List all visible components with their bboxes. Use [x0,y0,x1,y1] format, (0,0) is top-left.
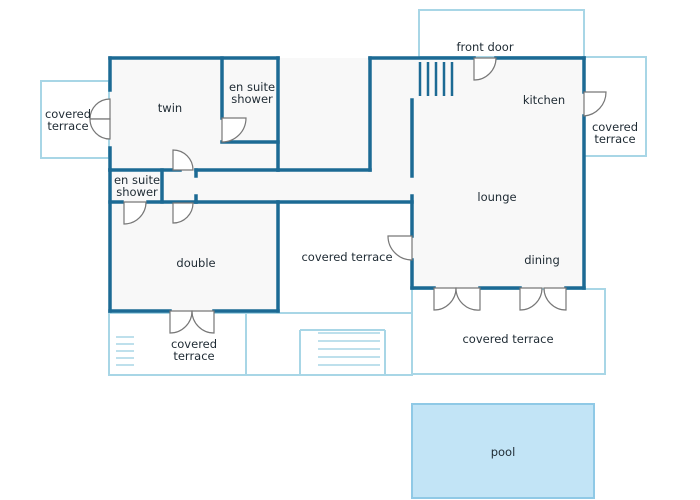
twin-label: twin [157,101,183,115]
door-swing [169,310,193,334]
lounge-label: lounge [477,190,517,204]
covered-terrace-west-label: covered terrace [44,107,92,133]
double-label: double [176,256,216,270]
ensuite-shower-double-label: en suite shower [113,173,161,199]
walls [108,56,586,313]
doors [89,57,607,334]
floor-fills [110,58,584,311]
door-swing [172,149,194,171]
covered-terrace-middle-label: covered terrace [301,250,393,264]
staircase [418,62,454,96]
door-swing [583,91,607,117]
door-swing [89,118,111,140]
door-swing [172,202,194,224]
door-swing [89,98,111,120]
ensuite-shower-twin-label: en suite shower [228,80,276,106]
door-swing [455,287,481,311]
pool [411,403,595,499]
pool-label: pool [490,445,516,459]
covered-terrace-east-label: covered terrace [591,120,639,146]
door-swing [191,310,215,334]
low-walls [299,329,386,375]
hall-floor [278,58,412,200]
door-swing [123,201,147,225]
door-swing [387,235,413,261]
twin-floor [110,58,278,170]
front-door-label: front door [456,40,514,54]
covered-terrace-south-label: covered terrace [462,332,554,346]
double-floor [110,170,278,311]
dining-label: dining [524,253,560,267]
lounge-floor [412,58,584,288]
kitchen-label: kitchen [522,93,566,107]
door-swing [433,287,457,311]
door-swing [519,287,543,311]
door-swing [473,57,497,81]
door-swing [221,117,247,143]
covered-terrace-double-label: covered terrace [170,337,218,363]
steps [116,332,380,366]
door-swing [543,287,567,311]
